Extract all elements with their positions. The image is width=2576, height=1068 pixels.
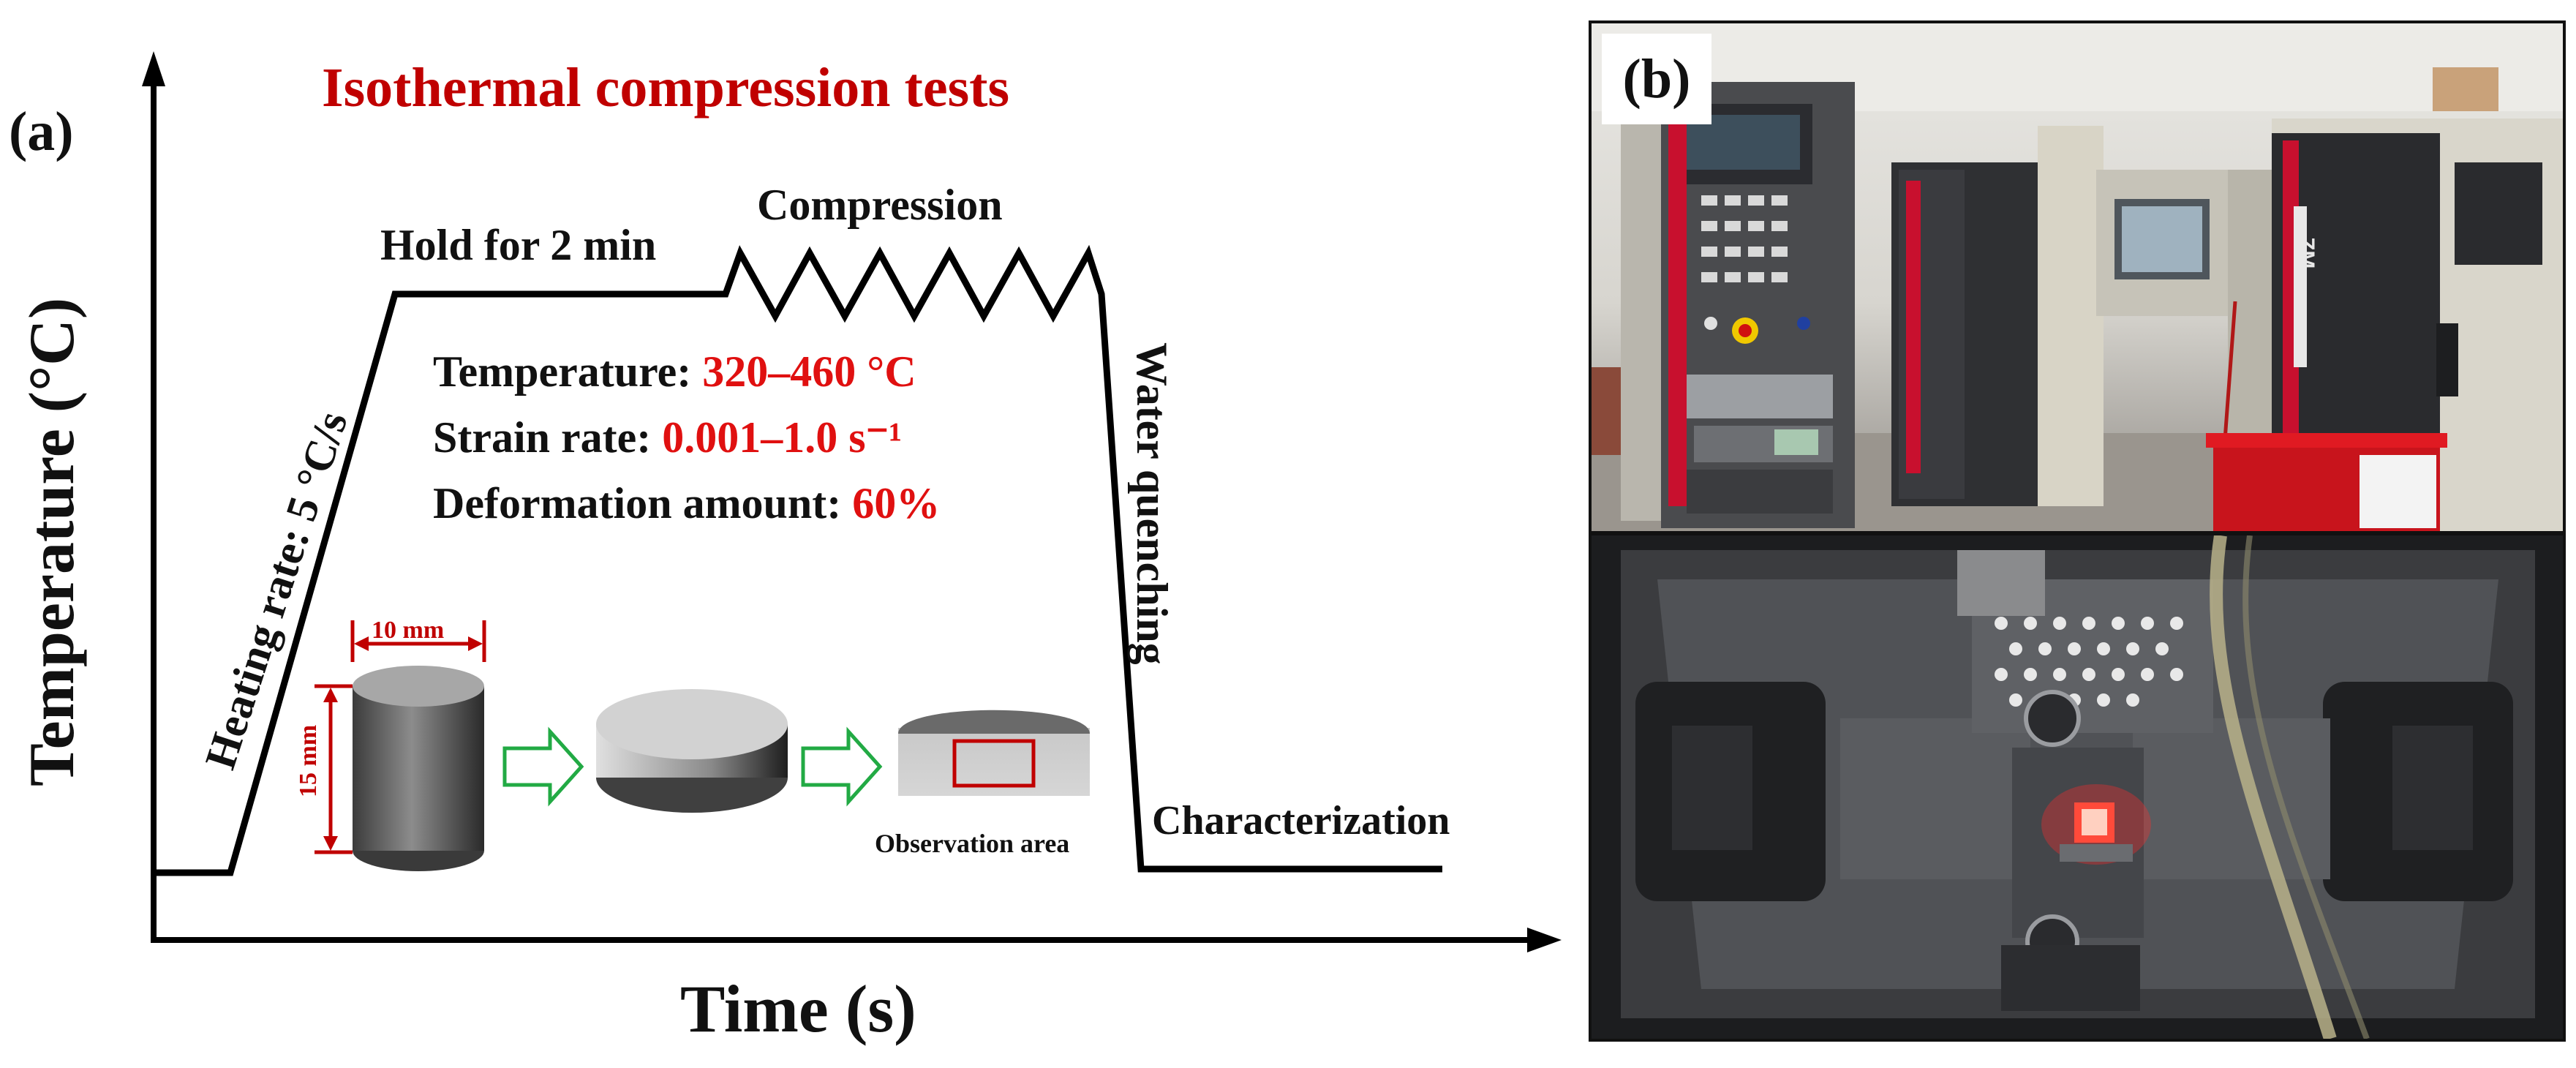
dim-arrow-left [354, 636, 369, 651]
diameter-label: 10 mm [372, 617, 444, 644]
machine-brand-marking: ZM [2294, 237, 2319, 268]
observation-area-label: Observation area [875, 829, 1069, 858]
dim-arrow-top [323, 688, 338, 702]
observation-box [952, 739, 1036, 788]
height-label: 15 mm [295, 725, 322, 797]
cross-section [898, 710, 1090, 796]
equipment-photos: ZM [1589, 20, 2566, 1042]
y-axis-label: Temperature (°C) [17, 298, 88, 786]
diagram-title: Isothermal compression tests [322, 57, 1009, 119]
water-quenching-label: Water quenching [1128, 342, 1176, 665]
compressed-disk [596, 689, 788, 813]
machine-photo: ZM [1592, 23, 2563, 531]
process-arrow-2 [801, 726, 883, 807]
characterization-label: Characterization [1152, 798, 1450, 843]
cylinder-specimen [353, 666, 484, 871]
chamber-photo [1592, 535, 2563, 1039]
process-curve [155, 244, 1442, 876]
y-axis-arrowhead [142, 51, 165, 86]
panel-b-label: (b) [1602, 34, 1711, 124]
process-arrow-1 [502, 726, 584, 807]
hold-label: Hold for 2 min [380, 221, 656, 269]
diameter-dimension [350, 620, 486, 662]
param-strain-rate: Strain rate: 0.001–1.0 s⁻¹ [433, 413, 902, 462]
process-diagram: (a) Isothermal compression tests Tempera… [9, 51, 1562, 1046]
panel-a-label: (a) [9, 101, 74, 162]
x-axis-label: Time (s) [680, 971, 916, 1046]
param-temperature: Temperature: 320–460 °C [433, 347, 916, 396]
height-dimension [315, 684, 353, 854]
param-deformation: Deformation amount: 60% [433, 479, 940, 527]
x-axis-arrowhead [1527, 928, 1562, 952]
dim-arrow-bottom [323, 836, 338, 851]
compression-label: Compression [757, 181, 1003, 229]
dim-arrow-right [468, 636, 483, 651]
